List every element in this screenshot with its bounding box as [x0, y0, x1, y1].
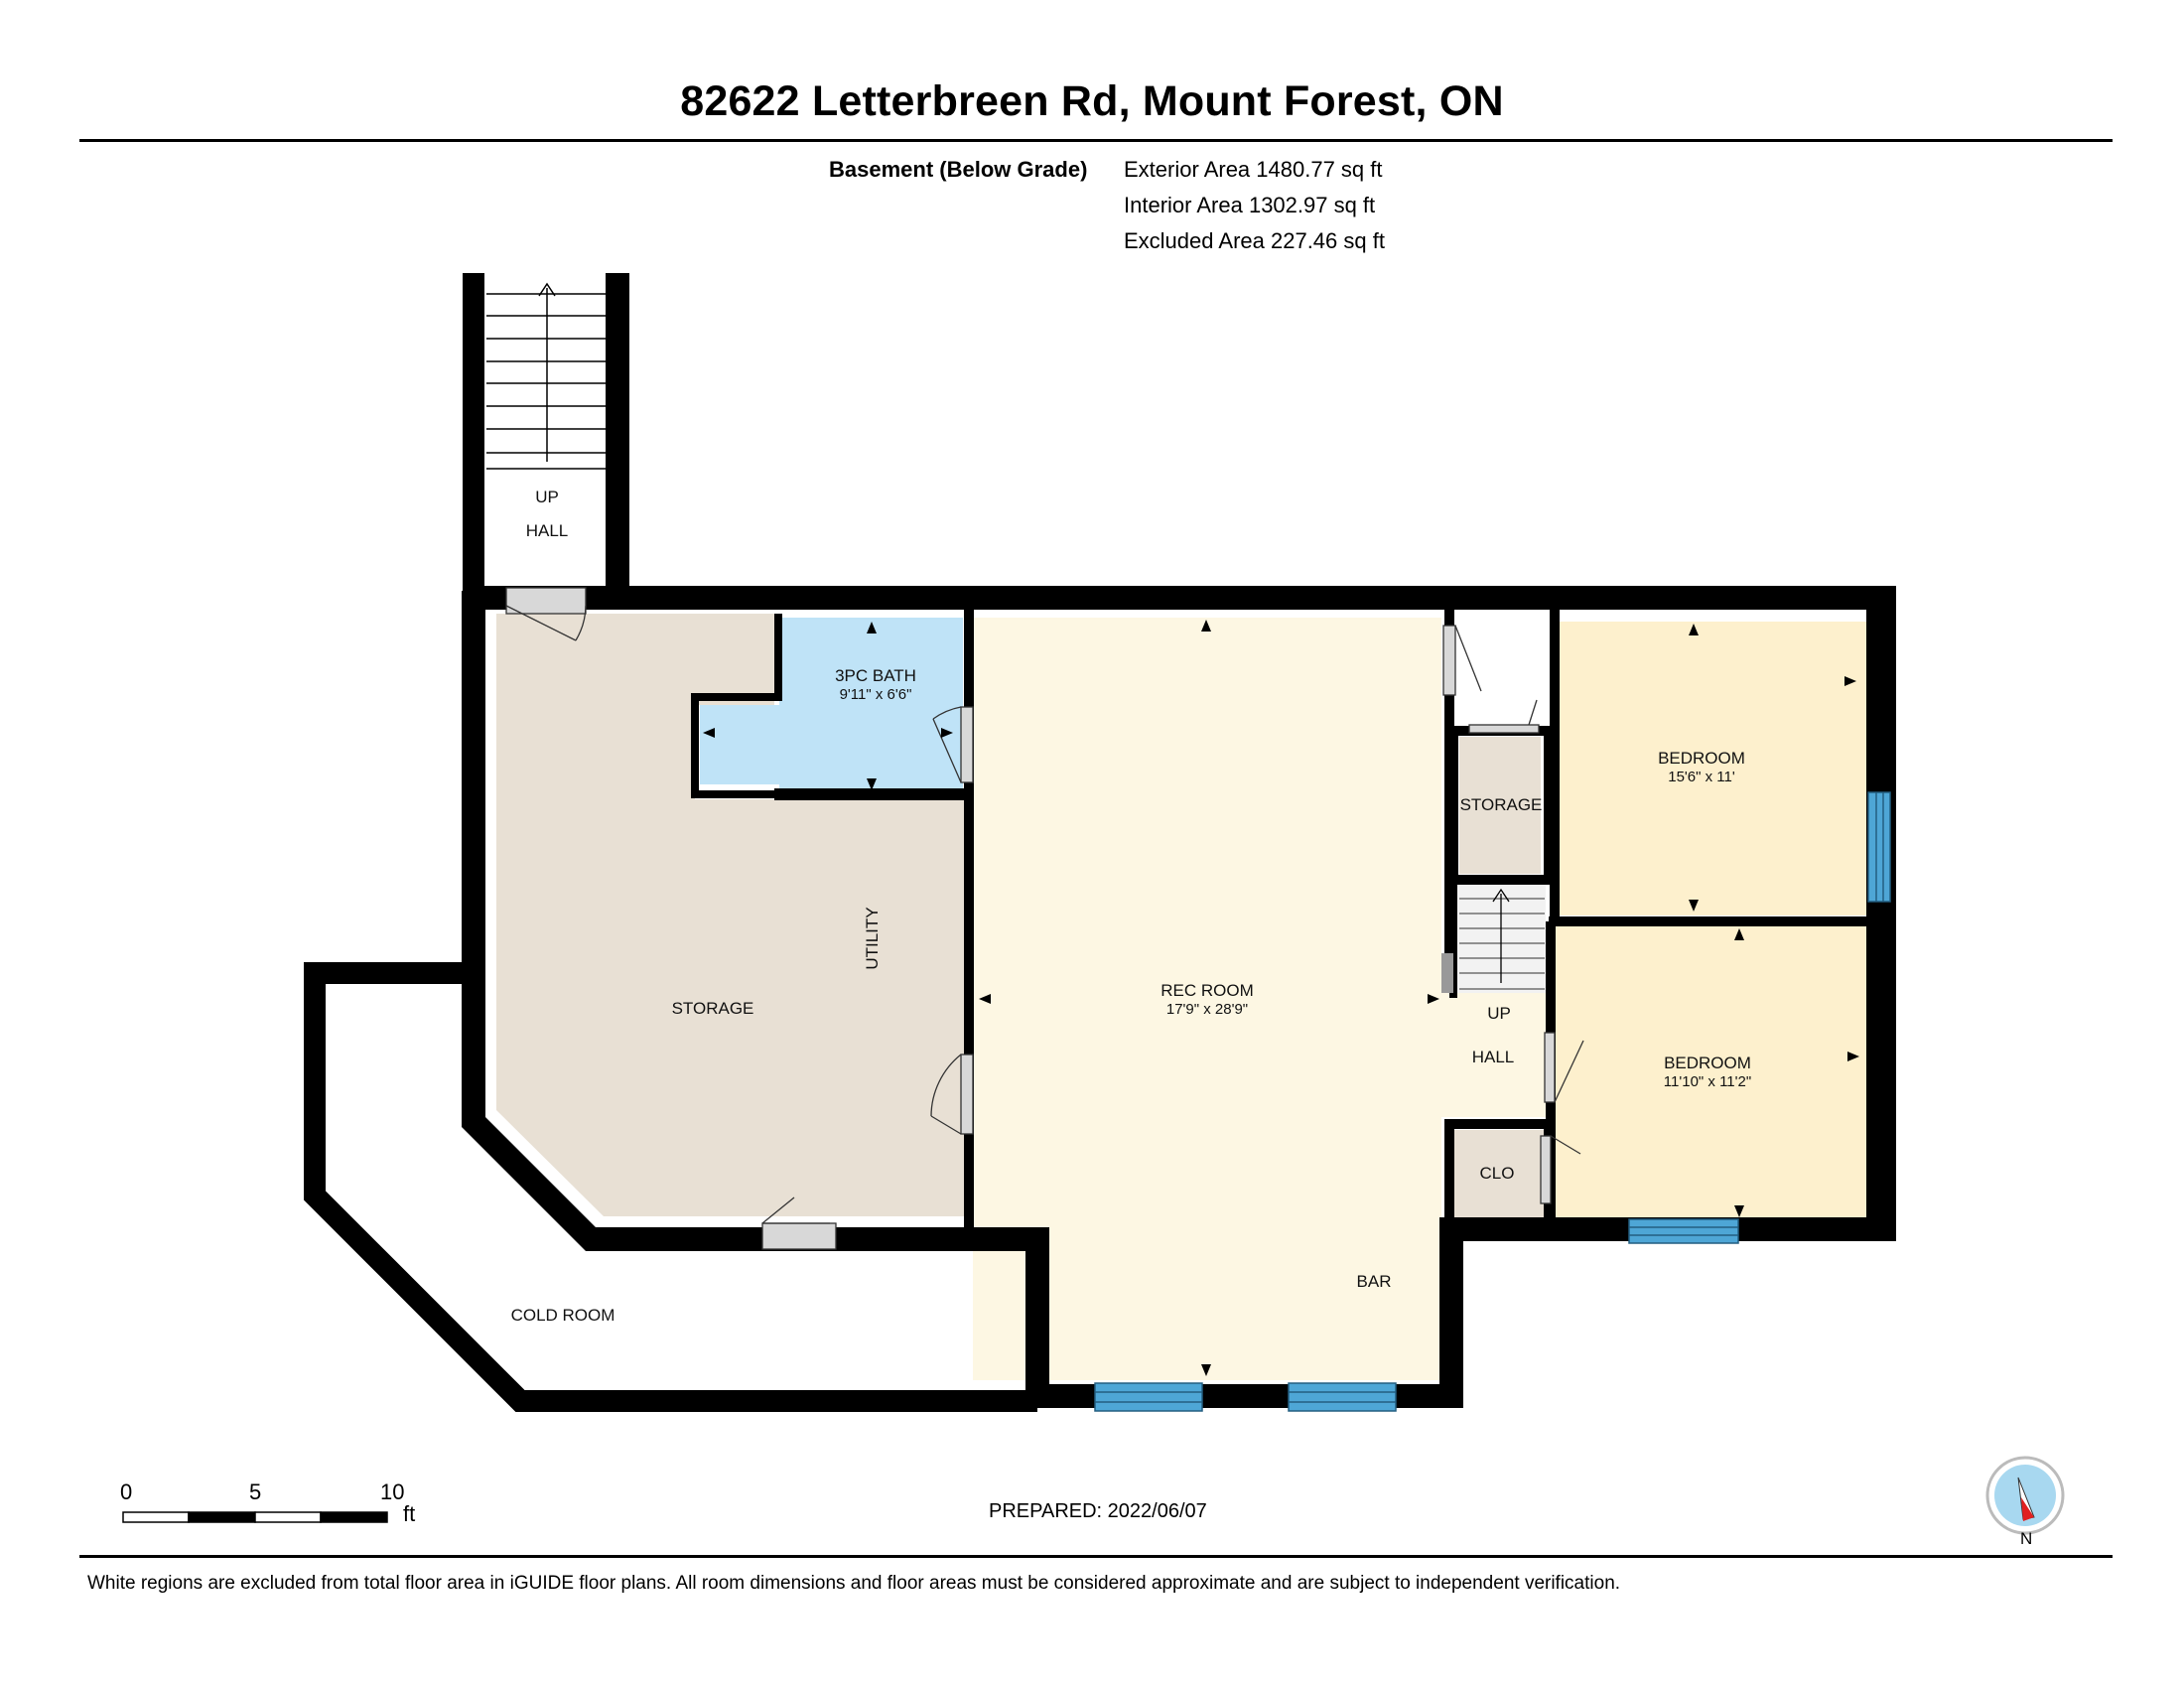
- stairs-top: [486, 273, 606, 470]
- clo-label: CLO: [1480, 1164, 1515, 1183]
- scale-tick-5: 5: [249, 1479, 262, 1504]
- bath-fill: [700, 618, 963, 791]
- page-title: 82622 Letterbreen Rd, Mount Forest, ON: [680, 77, 1504, 125]
- disclaimer-text: White regions are excluded from total fl…: [87, 1573, 1621, 1594]
- hall-label-top: HALL: [526, 521, 569, 540]
- scale-tick-0: 0: [120, 1479, 133, 1504]
- cold-room-label: COLD ROOM: [511, 1306, 615, 1325]
- interior-area: Interior Area 1302.97 sq ft: [1124, 193, 1376, 217]
- bar-label: BAR: [1357, 1272, 1392, 1291]
- rec-room-fill: [973, 618, 1441, 1380]
- bedroom2-dims: 11'10" x 11'2": [1664, 1073, 1751, 1090]
- scale-tick-10: 10: [380, 1479, 405, 1504]
- hall-mid-fill: [1441, 993, 1547, 1117]
- storage-small-label: STORAGE: [1460, 795, 1543, 814]
- scale-bar: [122, 1511, 388, 1523]
- scale-unit: ft: [403, 1501, 416, 1526]
- hall-label-mid: HALL: [1472, 1048, 1515, 1066]
- bedroom2-label: BEDROOM: [1664, 1054, 1751, 1072]
- up-label-top: UP: [535, 488, 559, 506]
- excluded-area: Excluded Area 227.46 sq ft: [1124, 228, 1385, 253]
- bath-label: 3PC BATH: [835, 666, 916, 685]
- top-rule: [79, 139, 2113, 142]
- clo-fill: [1454, 1130, 1544, 1217]
- bedroom2-fill: [1555, 926, 1867, 1224]
- bedroom1-dims: 15'6" x 11': [1668, 769, 1735, 785]
- storage-main-label: STORAGE: [672, 999, 754, 1018]
- level-label: Basement (Below Grade): [829, 157, 1088, 182]
- stairs-mid: [1441, 888, 1545, 993]
- storage-small-fill: [1459, 737, 1541, 874]
- compass-icon: [1985, 1456, 2065, 1535]
- utility-label: UTILITY: [863, 907, 882, 969]
- rec-room-label: REC ROOM: [1160, 981, 1254, 1000]
- bedroom1-fill: [1559, 622, 1868, 915]
- windows: [1094, 791, 1891, 1412]
- storage-fill: [496, 614, 968, 1216]
- bottom-rule: [79, 1555, 2113, 1558]
- compass-north-label: N: [2020, 1529, 2033, 1548]
- up-label-mid: UP: [1487, 1004, 1511, 1023]
- walls: [304, 273, 1896, 1412]
- rec-room-dims: 17'9" x 28'9": [1166, 1001, 1248, 1018]
- bath-dims: 9'11" x 6'6": [840, 686, 912, 703]
- bedroom1-label: BEDROOM: [1658, 749, 1745, 768]
- prepared-date: PREPARED: 2022/06/07: [989, 1500, 1207, 1522]
- exterior-area: Exterior Area 1480.77 sq ft: [1124, 157, 1383, 182]
- doors: [505, 587, 1584, 1250]
- dimension-markers: [703, 620, 1859, 1376]
